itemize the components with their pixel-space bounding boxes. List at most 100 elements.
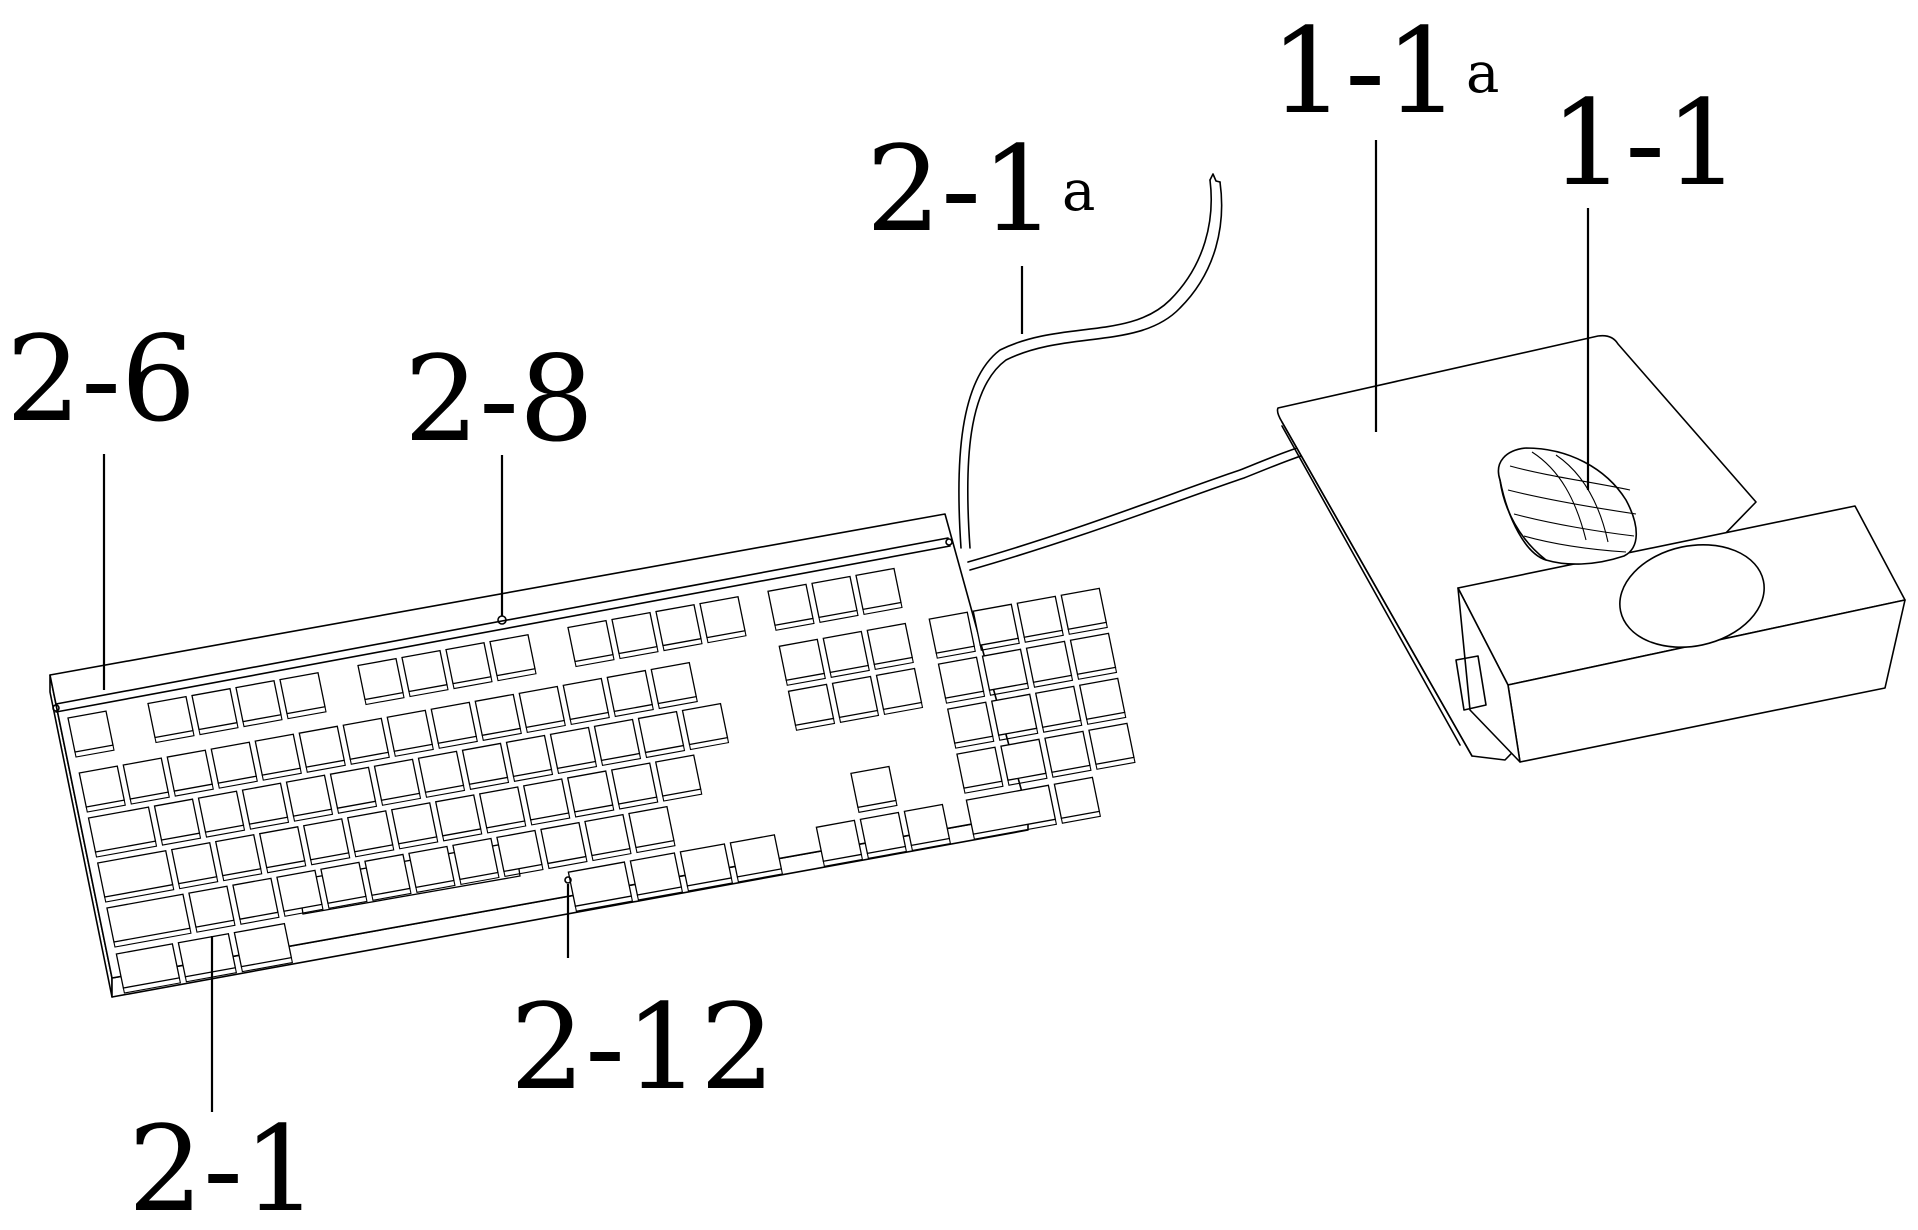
keycap-55 [610, 762, 658, 805]
keycap-71-edge [240, 957, 294, 973]
keycap-10 [611, 611, 658, 655]
keyboard-keys [67, 567, 1136, 994]
keycap-98-edge [963, 781, 1004, 794]
keycap-36-edge [380, 793, 422, 806]
keycap-16 [78, 765, 126, 808]
keycap-14 [811, 575, 858, 619]
keycap-8 [489, 633, 536, 677]
keycap-1-edge [154, 730, 195, 744]
keycap-27 [562, 677, 610, 721]
keycap-15 [855, 567, 902, 611]
keycap-3-edge [242, 714, 283, 728]
keycap-89-edge [1067, 622, 1108, 635]
keycap-98 [956, 746, 1003, 789]
keycap-90-edge [944, 691, 986, 704]
keycap-18 [166, 749, 214, 792]
keycap-76 [778, 638, 826, 682]
keycap-49 [346, 810, 394, 853]
keycap-29-edge [657, 696, 698, 710]
keycap-24 [430, 701, 478, 745]
keycap-20-edge [261, 768, 302, 781]
keycap-40 [549, 726, 597, 770]
keycap-68 [628, 805, 675, 849]
keycap-21 [298, 725, 346, 768]
keycap-40-edge [556, 761, 598, 775]
keyboard-point [564, 876, 572, 884]
keycap-99-edge [1007, 773, 1048, 786]
keycap-85-edge [910, 838, 952, 852]
keycap-26 [518, 685, 566, 729]
keycap-92-edge [1032, 675, 1074, 688]
keycap-100-edge [1051, 765, 1092, 778]
keycap-13 [767, 583, 814, 627]
keycap-34-edge [292, 809, 334, 822]
keycap-61 [320, 861, 367, 905]
mouse-pad-edge [1281, 421, 1473, 757]
keycap-84-edge [866, 846, 908, 859]
keycap-13-edge [774, 618, 815, 631]
keycap-69-edge [122, 977, 182, 994]
keycap-103 [1053, 776, 1101, 819]
keycap-78 [866, 622, 914, 666]
keycap-81 [875, 667, 923, 711]
keycap-23-edge [393, 744, 434, 757]
keycap-25-edge [481, 728, 522, 741]
label-2-8: 2-8 [404, 330, 594, 468]
keycap-28-edge [613, 704, 654, 718]
keycap-45 [170, 841, 218, 885]
keycap-10-edge [618, 646, 659, 660]
keycap-85 [903, 803, 951, 847]
keyboard-icon [49, 513, 1136, 998]
keycap-22 [342, 717, 390, 760]
keycap-53 [522, 778, 570, 821]
keycap-35-edge [336, 801, 378, 814]
keycap-19-edge [217, 776, 258, 789]
keycap-77-edge [829, 665, 870, 678]
wrist-rest-side [1457, 587, 1521, 763]
keycap-54 [566, 770, 614, 813]
keycap-0 [67, 710, 114, 753]
keycap-66-edge [547, 856, 588, 870]
keycap-32-edge [204, 825, 246, 838]
keycap-103-edge [1060, 811, 1102, 824]
keycap-97 [1078, 677, 1126, 721]
mouse-side [1499, 479, 1547, 561]
keycap-44-edge [104, 884, 175, 903]
keycap-43 [681, 702, 729, 746]
keycap-41 [593, 718, 641, 762]
keycap-7-edge [452, 676, 493, 690]
keycap-65 [496, 829, 543, 873]
keycap-56 [654, 754, 702, 797]
mouse-button-seam [1507, 451, 1637, 553]
keycap-62-edge [371, 888, 412, 901]
keycap-94-edge [954, 736, 995, 749]
keycap-91-edge [988, 683, 1030, 696]
keycap-87 [972, 603, 1020, 646]
keycap-87-edge [979, 638, 1020, 651]
wrist-rest-notch [1455, 655, 1487, 711]
keycap-20 [254, 733, 302, 776]
keycap-12 [699, 595, 746, 639]
keyboard-cable-cut [1209, 173, 1221, 183]
keycap-37 [417, 750, 465, 794]
keycap-18-edge [173, 784, 214, 797]
keycap-12-edge [706, 630, 747, 644]
keycap-94 [946, 701, 994, 744]
keycap-80 [831, 675, 879, 719]
keycap-73 [629, 852, 683, 896]
keycap-2-edge [198, 722, 239, 736]
label-2-12: 2-12 [510, 978, 775, 1116]
keycap-55-edge [618, 796, 659, 810]
keycap-17 [122, 757, 170, 800]
keycap-47 [258, 826, 306, 869]
keycap-99 [1000, 738, 1047, 781]
keycap-79 [787, 683, 835, 727]
mouse-icon [1497, 447, 1637, 565]
keycap-11-edge [662, 638, 703, 652]
keycap-37-edge [424, 785, 466, 798]
keycap-36 [373, 758, 421, 801]
keycap-26-edge [525, 720, 566, 733]
keycap-48 [302, 818, 350, 861]
